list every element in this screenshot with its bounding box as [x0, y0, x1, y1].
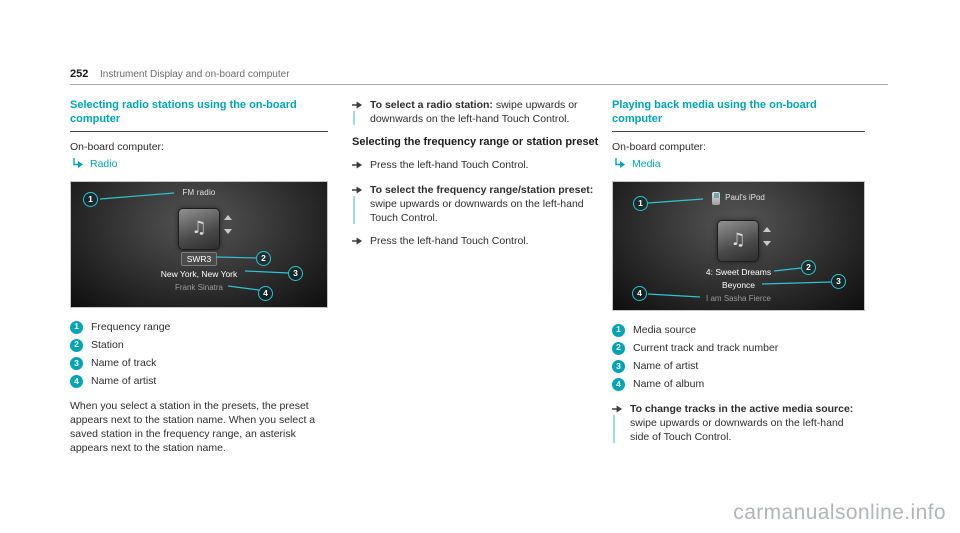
- step-press-touch-control-2: Press the left-hand Touch Control.: [352, 234, 602, 250]
- down-chevron-icon: [224, 228, 232, 234]
- legend-label: Frequency range: [91, 320, 171, 333]
- step-change-tracks: To change tracks in the active media sou…: [612, 402, 865, 445]
- legend-number: 4: [612, 378, 625, 392]
- screen-title: FM radio: [182, 187, 216, 197]
- step-select-radio-station: To select a radio station: swipe upwards…: [352, 98, 602, 126]
- legend-item: 2 Station: [70, 338, 328, 352]
- down-chevron-icon: [763, 240, 771, 246]
- legend-number: 3: [70, 356, 83, 370]
- step-arrow-icon: [352, 234, 365, 250]
- menu-path-media: Media: [612, 157, 865, 171]
- legend-item: 2 Current track and track number: [612, 341, 865, 355]
- radio-display-screen: FM radio ♫ SWR3 New York, New York Frank…: [71, 181, 327, 307]
- up-chevron-icon: [763, 226, 771, 232]
- legend-item: 1 Frequency range: [70, 320, 328, 334]
- step-arrow-icon: [352, 98, 365, 126]
- callout-3: 3: [831, 273, 846, 289]
- steps-section: To select a radio station: swipe upwards…: [352, 98, 602, 260]
- media-legend: 1 Media source 2 Current track and track…: [612, 323, 865, 392]
- legend-number: 2: [70, 338, 83, 352]
- radio-section-heading: Selecting radio stations using the on-bo…: [70, 98, 328, 132]
- screen-station-line: SWR3: [71, 251, 327, 266]
- step-text: To change tracks in the active media sou…: [630, 402, 854, 443]
- header-rule: [70, 84, 888, 85]
- legend-label: Current track and track number: [633, 342, 779, 355]
- radio-screen-figure: FM radio ♫ SWR3 New York, New York Frank…: [70, 180, 328, 308]
- page-number: 252: [70, 68, 89, 80]
- callout-4: 4: [632, 285, 647, 301]
- legend-number: 3: [612, 359, 625, 373]
- frequency-range-subheading: Selecting the frequency range or station…: [352, 136, 599, 149]
- callout-2: 2: [256, 250, 271, 266]
- onboard-computer-label: On-board computer:: [612, 140, 706, 153]
- callout-4: 4: [258, 285, 273, 301]
- radio-legend: 1 Frequency range 2 Station 3 Name of tr…: [70, 320, 328, 389]
- legend-label: Name of artist: [91, 375, 157, 388]
- callout-2: 2: [801, 259, 816, 275]
- legend-number: 4: [70, 375, 83, 389]
- legend-number: 1: [70, 320, 83, 334]
- legend-item: 3 Name of track: [70, 356, 328, 370]
- artist-name: Frank Sinatra: [174, 282, 224, 292]
- legend-number: 2: [612, 341, 625, 355]
- step-text: To select the frequency range/station pr…: [370, 183, 594, 225]
- media-section: Playing back media using the on-board co…: [612, 98, 865, 453]
- legend-item: 4 Name of album: [612, 377, 865, 392]
- legend-number: 1: [612, 323, 625, 337]
- jump-arrow-icon: [615, 158, 625, 169]
- music-note-icon: ♫: [191, 218, 207, 239]
- menu-path-radio: Radio: [70, 157, 328, 171]
- legend-label: Name of album: [633, 378, 705, 391]
- step-text: To select a radio station: swipe upwards…: [370, 99, 578, 126]
- callout-1: 1: [633, 195, 648, 211]
- current-track: 4: Sweet Dreams: [705, 266, 772, 277]
- step-select-frequency-range: To select the frequency range/station pr…: [352, 183, 602, 226]
- station-name: SWR3: [180, 251, 218, 266]
- media-display-screen: Paul's iPod ♫ 4: Sweet Dreams Beyonce I …: [613, 181, 864, 310]
- step-text: Press the left-hand Touch Control.: [370, 235, 529, 248]
- media-source-row: Paul's iPod: [613, 191, 864, 205]
- legend-item: 3 Name of artist: [612, 359, 865, 373]
- step-arrow-icon: [352, 183, 365, 226]
- legend-item: 1 Media source: [612, 323, 865, 337]
- music-note-icon: ♫: [730, 230, 746, 251]
- media-screen-figure: Paul's iPod ♫ 4: Sweet Dreams Beyonce I …: [612, 180, 865, 311]
- step-arrow-icon: [352, 158, 365, 174]
- legend-label: Name of artist: [633, 360, 699, 373]
- step-text: Press the left-hand Touch Control.: [370, 158, 529, 171]
- legend-label: Name of track: [91, 357, 157, 370]
- track-name: New York, New York: [160, 268, 238, 279]
- artist-name: Beyonce: [721, 279, 756, 290]
- callout-3: 3: [288, 265, 303, 281]
- album-art: ♫: [178, 207, 220, 250]
- menu-item-radio: Radio: [90, 157, 118, 170]
- jump-arrow-icon: [73, 158, 83, 169]
- up-chevron-icon: [224, 214, 232, 220]
- watermark: carmanualsonline.info: [733, 501, 946, 524]
- step-arrow-icon: [612, 402, 625, 445]
- onboard-computer-label: On-board computer:: [70, 140, 164, 153]
- legend-label: Station: [91, 339, 124, 352]
- media-source-name: Paul's iPod: [725, 193, 765, 203]
- ipod-icon: [712, 191, 721, 205]
- legend-label: Media source: [633, 323, 697, 336]
- legend-item: 4 Name of artist: [70, 374, 328, 389]
- radio-note: When you select a station in the presets…: [70, 399, 316, 455]
- callout-1: 1: [83, 191, 98, 207]
- menu-item-media: Media: [632, 157, 661, 170]
- album-name: I am Sasha Fierce: [706, 293, 771, 303]
- step-press-touch-control: Press the left-hand Touch Control.: [352, 158, 602, 174]
- page-header-title: Instrument Display and on-board computer: [100, 69, 290, 80]
- radio-section: Selecting radio stations using the on-bo…: [70, 98, 328, 455]
- media-section-heading: Playing back media using the on-board co…: [612, 98, 865, 132]
- album-art: ♫: [717, 219, 759, 262]
